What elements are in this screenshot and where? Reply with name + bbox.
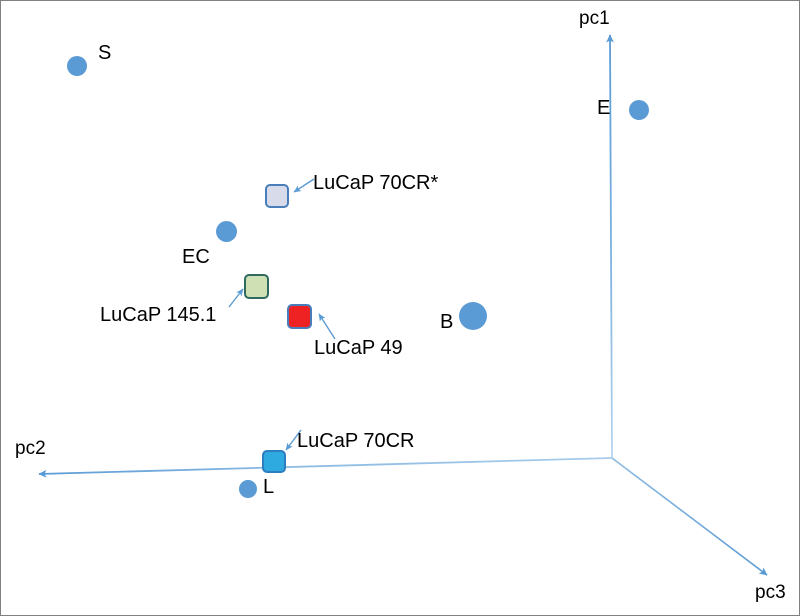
data-point-label-e: E: [597, 97, 611, 119]
pc1-axis-line: [606, 34, 614, 459]
data-point-ec[interactable]: [216, 221, 237, 242]
data-point-label-s: S: [98, 42, 112, 64]
data-point-label-ec: EC: [182, 246, 210, 268]
callout-arrow-lucap-70cr: [285, 429, 302, 451]
pc3-axis-line: [611, 457, 768, 576]
data-point-s[interactable]: [67, 56, 87, 76]
data-point-e[interactable]: [629, 100, 649, 120]
data-point-lucap-49[interactable]: [287, 304, 312, 329]
axis-label-pc2: pc2: [15, 438, 46, 459]
pc2-axis-line: [38, 457, 613, 478]
data-point-lucap-145-1[interactable]: [244, 274, 269, 299]
data-point-b[interactable]: [459, 302, 487, 330]
axis-label-pc1: pc1: [579, 8, 610, 29]
data-point-label-l: L: [263, 476, 275, 498]
callout-arrow-lucap-70cr-star: [293, 178, 315, 193]
callout-arrow-lucap-145-1: [228, 288, 244, 308]
data-point-label-b: B: [440, 311, 454, 333]
callout-label-lucap-49: LuCaP 49: [314, 337, 403, 359]
data-point-lucap-70cr[interactable]: [262, 450, 286, 473]
data-point-l[interactable]: [239, 480, 257, 498]
data-point-lucap-70cr-star[interactable]: [265, 184, 289, 208]
callout-label-lucap-70cr: LuCaP 70CR: [297, 430, 415, 452]
callout-label-lucap-145-1: LuCaP 145.1: [100, 304, 217, 326]
callout-arrow-lucap-49: [318, 313, 336, 340]
axis-label-pc3: pc3: [755, 582, 786, 603]
callout-label-lucap-70cr-star: LuCaP 70CR*: [313, 172, 439, 194]
